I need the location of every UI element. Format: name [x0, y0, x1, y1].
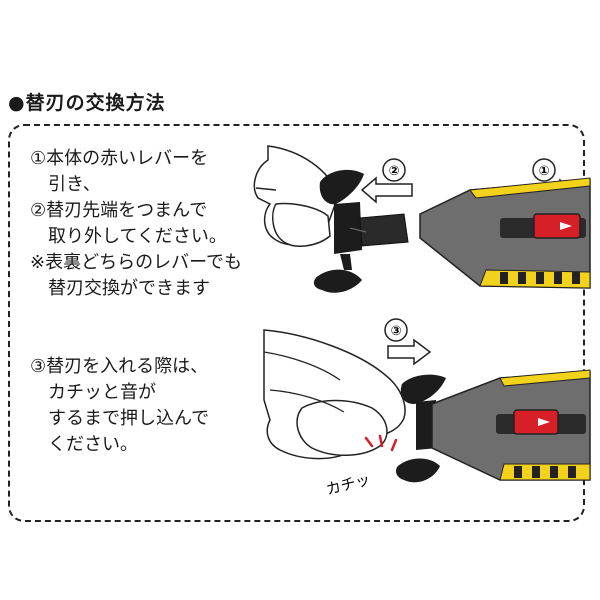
step-2-line: するまで押し込んで — [30, 408, 210, 429]
step-2-line: カチッと音が — [30, 382, 156, 403]
red-lever-bottom — [513, 409, 559, 435]
cutter-body-top-illustration — [419, 177, 591, 289]
marker-1-label: ① — [538, 164, 549, 179]
marker-3-label: ③ — [390, 324, 401, 339]
hand-pinching-blade-illustration — [253, 145, 339, 248]
step-1-note: ※表裏どちらのレバーでも — [30, 252, 243, 273]
step-1-instructions: ①本体の赤いレバーを 引き、 ②替刃先端をつまんで 取り外してください。 ※表裏… — [30, 146, 242, 302]
step-1-note: 替刃交換ができます — [30, 278, 210, 299]
body-grip-bumps — [514, 466, 576, 478]
step-1-line: 取り外してください。 — [30, 226, 227, 247]
hand-pushing-blade-illustration — [263, 329, 406, 460]
instruction-frame — [8, 124, 585, 522]
step-2-line: ください。 — [30, 434, 138, 455]
red-lever-top — [533, 213, 581, 239]
arrow-3-marker: ③ — [384, 318, 432, 366]
step-1-line: 引き、 — [30, 174, 101, 195]
click-sound-label: カチッ — [324, 470, 372, 498]
arrow-2-marker: ② — [360, 158, 413, 204]
blade-removed-illustration — [313, 169, 409, 293]
step-1-line: ①本体の赤いレバーを — [30, 148, 209, 169]
body-grip-bumps — [500, 272, 580, 284]
step-2-instructions: ③替刃を入れる際は、 カチッと音が するまで押し込んで ください。 — [30, 354, 209, 458]
step-2-line: ③替刃を入れる際は、 — [30, 356, 209, 377]
step-1-line: ②替刃先端をつまんで — [30, 200, 208, 221]
marker-2-label: ② — [388, 164, 399, 179]
section-heading: ●替刃の交換方法 — [8, 92, 166, 114]
cutter-body-bottom-illustration — [431, 369, 591, 481]
